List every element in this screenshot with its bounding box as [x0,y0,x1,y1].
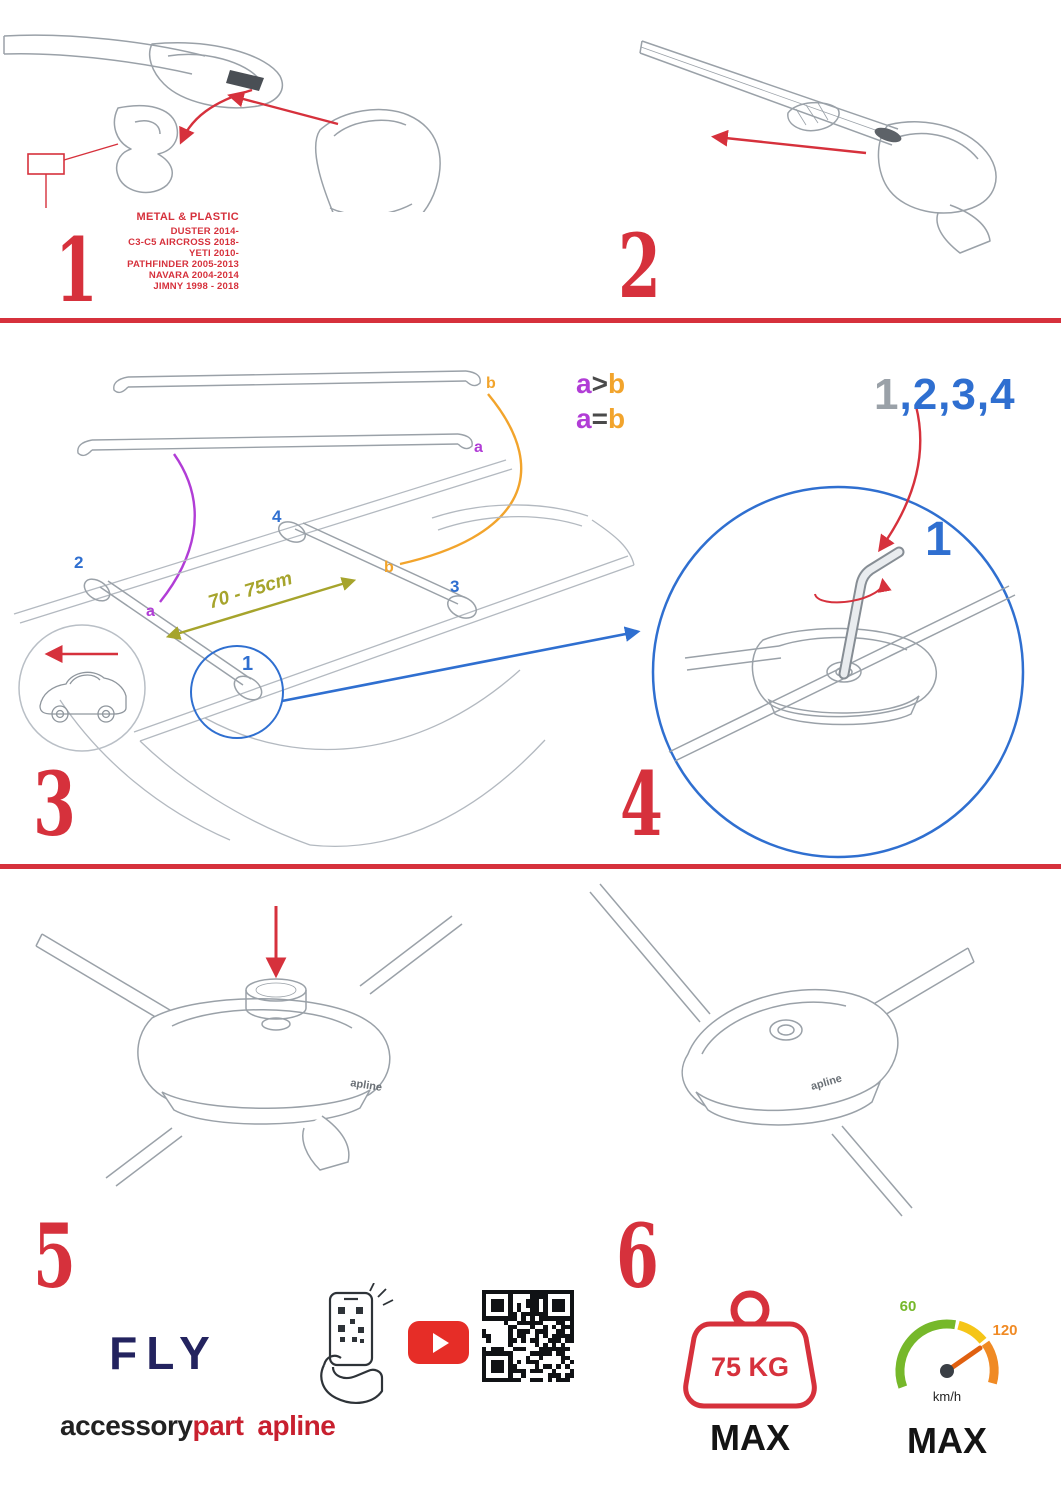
position-2-label: 2 [74,553,83,572]
foot-1-highlight-circle [190,645,284,739]
brand-accessory: accessory [60,1410,193,1441]
foot-knob-line-art [35,915,463,1187]
rule-eq-b: b [607,403,626,434]
speed-low-label: 60 [900,1298,917,1315]
step4-zoom-illustration [651,405,1025,859]
bar-opening [874,127,902,143]
fly-product-logo: FLY [109,1327,219,1379]
step2-bar-end-illustration [639,40,997,254]
step-1-number: 1 [55,218,98,322]
clamp-line-art [3,34,441,212]
bar-a-label: a [474,439,483,456]
bar-end-line-art [639,40,997,254]
metal-plate-callout-box [27,153,65,175]
weight-limit-icon: 75 KG MAX [683,1290,817,1458]
roof-b-label: b [384,559,394,576]
play-triangle-icon [432,1332,449,1353]
connector-curve-b [399,393,523,566]
speed-high-label: 120 [992,1322,1017,1339]
brand-logo: accessorypart apline [60,1410,336,1442]
bar-length-rules: a>b a=b [576,366,625,436]
vehicle-item: NAVARA 2004-2014 [148,270,239,281]
weight-handle [730,1290,770,1330]
weight-max-label: MAX [710,1417,790,1458]
apline-logo-on-foot: apline [350,1077,383,1094]
step-4-number: 4 [620,752,663,856]
rule-eq-op: = [591,403,608,434]
rule-gt-op: > [591,368,608,399]
logo-chip [226,70,264,91]
vehicle-item: YETI 2010- [188,248,239,259]
step1-clamp-illustration [3,34,441,212]
section-divider-top [0,318,1061,323]
step2-insert-arrow [710,129,867,155]
sequence-first: 1 [874,370,900,419]
loose-crossbar-b [113,370,481,394]
zoom-circle [651,485,1025,859]
youtube-icon [408,1321,469,1364]
rule-a-greater-b: a>b [576,366,625,401]
roof-a-label: a [146,603,155,620]
position-4-label: 4 [272,507,282,526]
gauge-hub [940,1364,954,1378]
zoom-callout-arrow [281,626,641,703]
weight-value-label: 75 KG [711,1352,789,1382]
qr-code [482,1290,574,1382]
tighten-order-arrow [878,405,922,553]
step5-knob-illustration: apline [35,906,463,1187]
mounted-rear-crossbar [278,521,477,619]
weight-body [683,1321,817,1409]
vehicle-item: JIMNY 1998 - 2018 [153,281,239,292]
speed-limit-icon: 60 120 km/h MAX [895,1298,1018,1461]
rule-gt-b: b [607,368,626,399]
position-3-label: 3 [450,577,459,596]
tighten-sequence-label: 1,2,3,4 [874,370,1016,420]
step-3-number: 3 [33,752,76,856]
vehicle-item: C3-C5 AIRCROSS 2018- [128,237,239,248]
current-position-label: 1 [925,513,952,566]
step-2-number: 2 [618,214,661,318]
vehicle-item: DUSTER 2014- [170,226,239,237]
allen-key [838,546,905,680]
mounted-foot-line-art [589,883,975,1217]
rule-gt-a: a [576,368,592,399]
step1-red-arrows [27,88,339,208]
step-5-number: 5 [33,1204,76,1308]
car-direction-inset [18,624,146,752]
scan-qr-phone-icon [320,1283,394,1405]
gauge-arc [895,1319,999,1389]
brand-apline: apline [257,1410,336,1441]
brand-part: part [192,1410,244,1441]
rule-a-equal-b: a=b [576,401,625,436]
rule-eq-a: a [576,403,592,434]
rotate-key-arrow [814,577,892,604]
speed-unit-label: km/h [933,1389,961,1404]
car-roof-line-art [13,459,635,847]
step3-roof-layout-illustration: b a [13,370,641,847]
phone-screen-qr [338,1307,364,1343]
sequence-rest: ,2,3,4 [899,370,1016,419]
step6-mounted-foot-illustration: apline [589,883,975,1217]
vehicle-item: PATHFINDER 2005-2013 [127,259,239,270]
step-6-number: 6 [616,1204,659,1308]
loose-crossbar-a [77,433,473,457]
speed-max-label: MAX [907,1420,987,1461]
distance-label: 70 - 75cm [206,568,295,613]
distance-arrow [165,577,357,640]
vehicle-compatibility-list: METAL & PLASTIC DUSTER 2014- C3-C5 AIRCR… [67,211,239,292]
material-label: METAL & PLASTIC [136,211,239,223]
connector-curve-a [159,453,196,603]
bar-b-label: b [486,375,496,392]
position-1-label: 1 [242,653,253,675]
section-divider-bottom [0,864,1061,869]
